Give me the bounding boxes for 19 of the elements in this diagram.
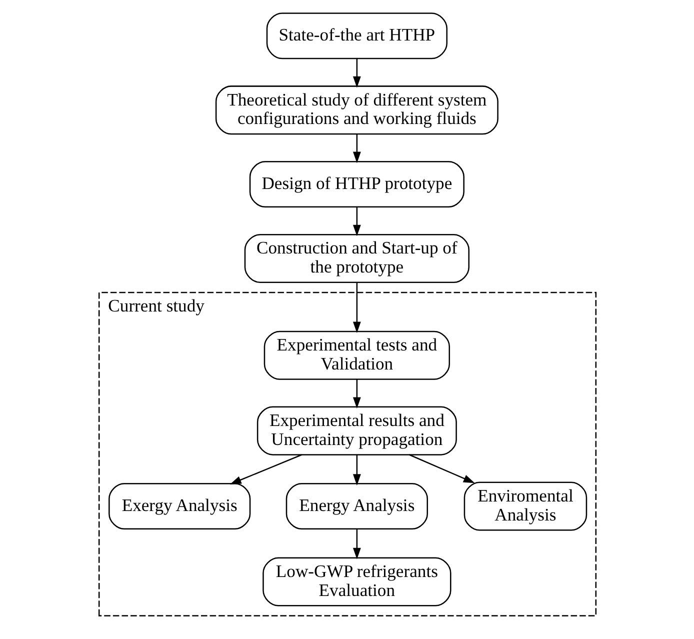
arrow [352, 282, 360, 334]
node-box: State-of-the art HTHP [266, 12, 447, 60]
arrow [352, 529, 360, 560]
node-box: Construction and Start-up of the prototype [244, 234, 469, 284]
arrow [352, 379, 360, 409]
node-box: Theoretical study of different system configurations and working fluids [214, 86, 498, 135]
node-box: Energy Analysis [285, 483, 428, 530]
arrow [352, 207, 360, 236]
node-box: Exergy Analysis [108, 483, 250, 530]
node-box: Design of HTHP prototype [248, 161, 464, 208]
arrow [229, 454, 302, 484]
node-box: Low-GWP refrigerants Evaluation [262, 557, 451, 606]
node-box: Experimental tests and Validation [263, 330, 450, 380]
node-box: Experimental results and Uncertainty propagation [256, 406, 456, 456]
arrow [352, 58, 360, 88]
arrow [352, 134, 360, 164]
arrow [408, 454, 474, 484]
node-box: Enviromental Analysis [463, 482, 587, 531]
arrow [352, 454, 360, 486]
